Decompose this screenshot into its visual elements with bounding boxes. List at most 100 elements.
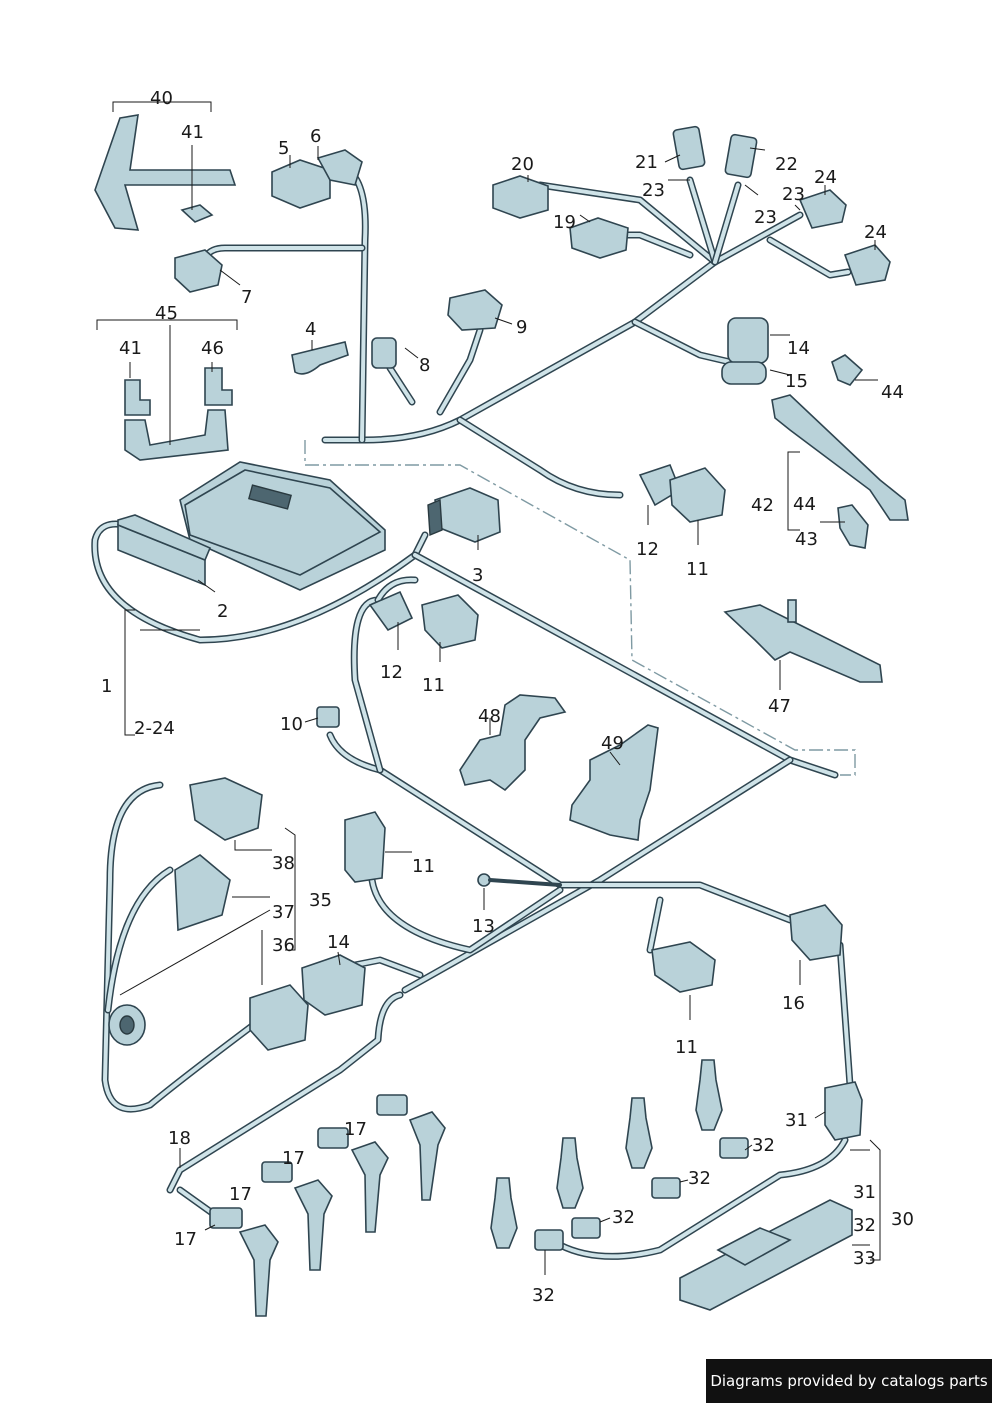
callout-22: 22 (775, 154, 798, 175)
ignition-coils (209, 1094, 446, 1317)
callout-43: 43 (795, 529, 818, 550)
connector-31 (824, 1081, 863, 1141)
callout-32a: 32 (752, 1135, 775, 1156)
bracket-42 (771, 354, 909, 549)
callout-16: 16 (782, 993, 805, 1014)
callout-23a: 23 (642, 180, 665, 201)
callout-11b: 11 (422, 675, 445, 696)
callout-10: 10 (280, 714, 303, 735)
callout-44a: 44 (881, 382, 904, 403)
callout-9: 9 (516, 317, 527, 338)
callout-49: 49 (601, 733, 624, 754)
callout-36: 36 (272, 935, 295, 956)
attribution-footer: Diagrams provided by catalogs parts (706, 1359, 992, 1403)
sensors-21-22 (672, 125, 758, 179)
control-unit (117, 461, 386, 591)
callout-32d: 32 (532, 1285, 555, 1306)
callout-2-24: 2-24 (134, 718, 175, 739)
connector-11-lower-left (344, 811, 386, 883)
callout-17c: 17 (229, 1184, 252, 1205)
callout-44b: 44 (793, 494, 816, 515)
connectors-24 (798, 189, 891, 286)
callout-8: 8 (419, 355, 430, 376)
callout-14a: 14 (787, 338, 810, 359)
clip-4 (291, 341, 349, 375)
connector-10 (316, 706, 340, 728)
callout-3: 3 (472, 565, 483, 586)
harness-routes (91, 164, 854, 1260)
callout-11c: 11 (412, 856, 435, 877)
connector-11-lower-right (651, 941, 716, 993)
callout-23b: 23 (782, 184, 805, 205)
callout-18: 18 (168, 1128, 191, 1149)
callout-42: 42 (751, 495, 774, 516)
leader-lines (96, 101, 881, 1275)
connector-16 (789, 904, 843, 961)
callout-15: 15 (785, 371, 808, 392)
callout-12b: 12 (380, 662, 403, 683)
callout-17a: 17 (344, 1119, 367, 1140)
callout-46: 46 (201, 338, 224, 359)
callout-7: 7 (241, 287, 252, 308)
callout-17d: 17 (174, 1229, 197, 1250)
callout-31b: 31 (853, 1182, 876, 1203)
callout-2: 2 (217, 601, 228, 622)
callout-4: 4 (305, 319, 316, 340)
callout-40: 40 (150, 88, 173, 109)
callout-11a: 11 (686, 559, 709, 580)
callout-13: 13 (472, 916, 495, 937)
connectors-5-6 (271, 149, 363, 209)
grommet (108, 1004, 146, 1046)
fuel-injectors (490, 1059, 749, 1251)
cover-33 (679, 1199, 853, 1311)
callout-33: 33 (853, 1248, 876, 1269)
callout-11d: 11 (675, 1037, 698, 1058)
sensor-36 (249, 984, 309, 1051)
callout-labels: 40 41 5 6 7 45 41 46 4 8 9 20 19 21 22 2… (101, 88, 914, 1306)
bracket-45 (124, 367, 233, 461)
connector-11-12-upper (638, 464, 726, 523)
connector-8 (371, 337, 397, 369)
callout-47: 47 (768, 696, 791, 717)
callout-20: 20 (511, 154, 534, 175)
connector-9 (447, 289, 503, 331)
callout-30: 30 (891, 1209, 914, 1230)
callout-41: 41 (181, 122, 204, 143)
connector-7 (174, 249, 223, 293)
callout-14b: 14 (327, 932, 350, 953)
connector-11-12-middle (368, 590, 479, 649)
callout-1: 1 (101, 676, 112, 697)
callout-32c: 32 (612, 1207, 635, 1228)
connector-14-lower (301, 954, 366, 1016)
callout-32b: 32 (688, 1168, 711, 1189)
callout-35: 35 (309, 890, 332, 911)
callout-31a: 31 (785, 1110, 808, 1131)
ring-terminal-13 (477, 873, 562, 887)
connectors-19-20 (492, 175, 629, 259)
callout-45: 45 (155, 303, 178, 324)
callout-41b: 41 (119, 338, 142, 359)
callout-6: 6 (310, 126, 321, 147)
callout-5: 5 (278, 138, 289, 159)
callout-32e: 32 (853, 1215, 876, 1236)
callout-23c: 23 (754, 207, 777, 228)
bracket-49 (569, 724, 659, 841)
callout-37: 37 (272, 902, 295, 923)
bracket-47 (723, 599, 883, 683)
callout-19: 19 (553, 212, 576, 233)
callout-24b: 24 (864, 222, 887, 243)
callout-38: 38 (272, 853, 295, 874)
callout-48: 48 (478, 706, 501, 727)
callout-21: 21 (635, 152, 658, 173)
callout-17b: 17 (282, 1148, 305, 1169)
phantom-outline (304, 440, 856, 776)
sensor-37 (174, 854, 231, 932)
callout-24a: 24 (814, 167, 837, 188)
callout-12a: 12 (636, 539, 659, 560)
sensor-38 (189, 777, 263, 841)
bracket-48 (459, 694, 567, 792)
bracket-40 (94, 114, 237, 231)
connector-3 (427, 487, 501, 543)
connector-14-15-upper (721, 317, 769, 385)
